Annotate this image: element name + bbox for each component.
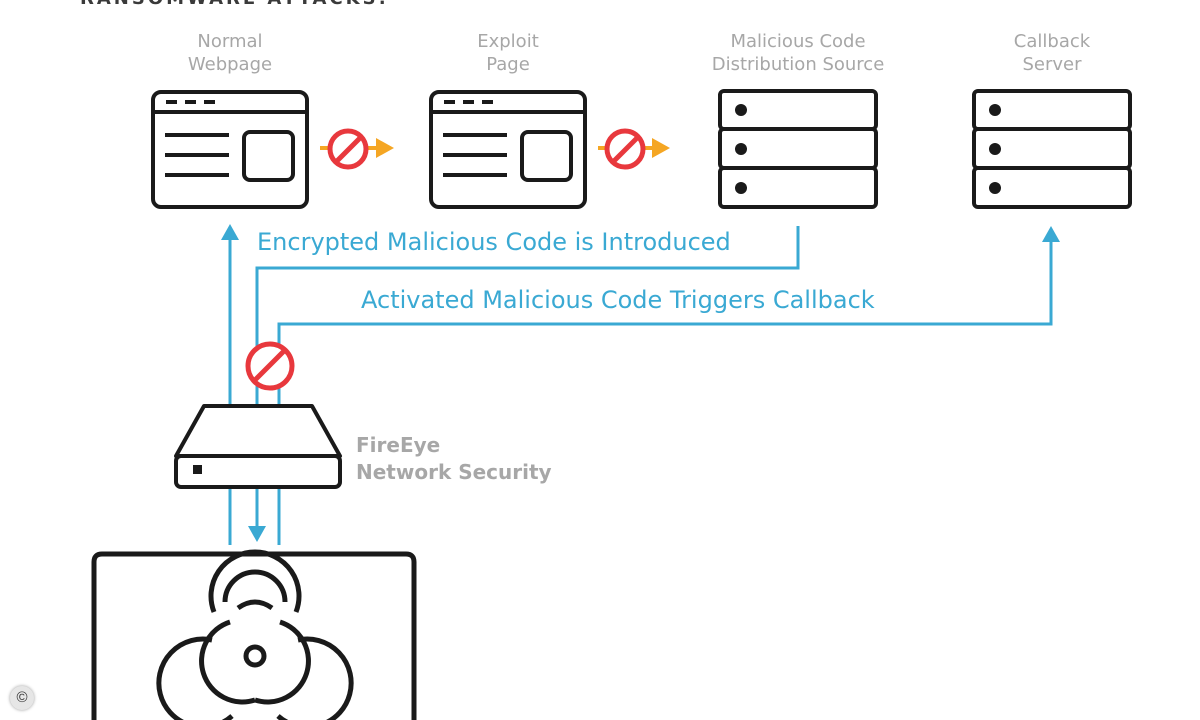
callback-server-icon	[972, 89, 1132, 209]
blocked-icon	[604, 128, 646, 170]
fireeye-label-line2: Network Security	[356, 460, 552, 484]
callback-server-label: Callback Server	[972, 30, 1132, 76]
flow-line-encrypted	[255, 226, 800, 528]
distribution-source-server-icon	[718, 89, 878, 209]
biohazard-icon	[156, 549, 354, 720]
normal-webpage-label-line1: Normal	[197, 31, 263, 52]
copyright-badge[interactable]: ©	[10, 686, 34, 710]
normal-webpage-browser-icon	[151, 90, 309, 209]
fireeye-label: FireEye Network Security	[356, 432, 552, 486]
arrowhead-up-callback	[1042, 226, 1060, 242]
flow-lines	[228, 226, 1053, 545]
arrowhead-up-webpage	[221, 224, 239, 240]
diagram-title: RANSOMWARE ATTACKS:	[80, 0, 389, 9]
blocked-icon	[245, 341, 295, 391]
callback-server-label-line2: Server	[1022, 54, 1082, 75]
blocked-arrow-2	[598, 128, 670, 170]
exploit-page-browser-icon	[429, 90, 587, 209]
blocked-arrow-1	[320, 128, 394, 170]
callback-server-label-line1: Callback	[1013, 31, 1091, 52]
exploit-page-label-line1: Exploit	[477, 31, 539, 52]
blocked-icon	[327, 128, 369, 170]
normal-webpage-label-line2: Webpage	[187, 54, 273, 75]
exploit-page-label: Exploit Page	[428, 30, 588, 76]
flow-label-callback: Activated Malicious Code Triggers Callba…	[361, 286, 875, 314]
arrowhead-down-encrypted	[248, 526, 266, 542]
fireeye-appliance-icon	[174, 404, 342, 489]
normal-webpage-label: Normal Webpage	[150, 30, 310, 76]
distribution-source-label-line1: Malicious Code	[730, 31, 866, 52]
exploit-page-label-line2: Page	[486, 54, 530, 75]
fireeye-label-line1: FireEye	[356, 433, 441, 457]
flow-label-encrypted: Encrypted Malicious Code is Introduced	[257, 228, 731, 256]
distribution-source-label: Malicious Code Distribution Source	[688, 30, 908, 76]
distribution-source-label-line2: Distribution Source	[711, 54, 885, 75]
infected-computer-icon	[91, 549, 417, 720]
